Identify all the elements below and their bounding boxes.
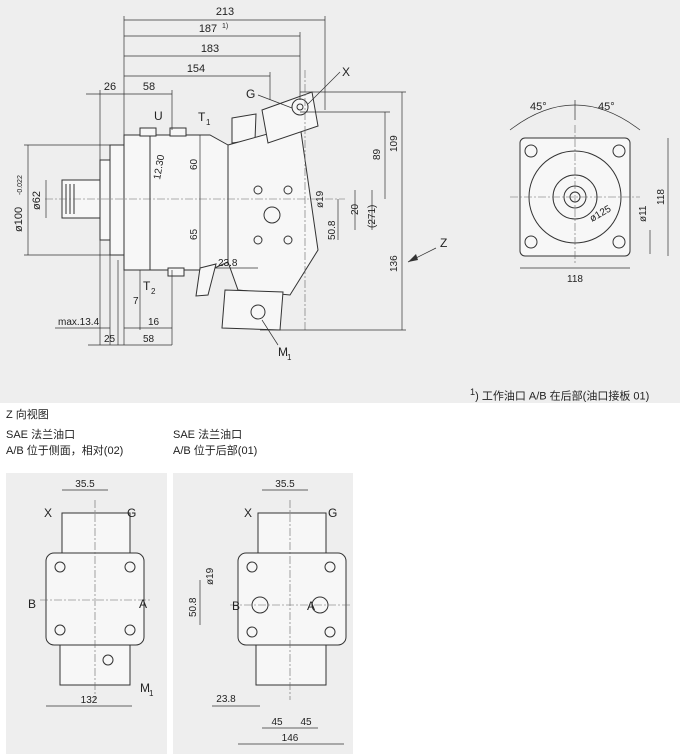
label-x-right: X [244, 506, 252, 520]
port-u [139, 127, 157, 137]
dim-d11: ø11 [638, 205, 649, 222]
z-view-rear-ports: 35.5 X G B A ø19 50.8 23.8 45 45 146 [188, 479, 350, 745]
dim-187-note: 1) [222, 23, 228, 30]
dim-187: 187 [199, 23, 217, 35]
pump-housing [123, 134, 229, 271]
dim-45-right: 45 [300, 717, 312, 728]
port-t2 [167, 267, 185, 277]
dim-50-8: 50.8 [327, 220, 338, 240]
angle-45-left: 45° [530, 101, 547, 113]
right-caption-line1: SAE 法兰油口 [173, 429, 243, 441]
work-port [263, 206, 281, 224]
label-m1-sub-left: 1 [149, 689, 154, 698]
dim-58-bottom: 58 [143, 334, 155, 345]
mounting-flange [99, 159, 111, 241]
left-caption-line2: A/B 位于侧面，相对(02) [6, 445, 124, 457]
dim-16: 16 [148, 317, 160, 328]
dim-213: 213 [216, 6, 234, 18]
dim-154: 154 [187, 63, 205, 75]
label-t1-sub: 1 [206, 118, 211, 127]
dim-25: 25 [104, 334, 116, 345]
label-a-right: A [307, 599, 315, 613]
angle-45-right: 45° [598, 101, 615, 113]
label-u: U [154, 109, 163, 123]
right-caption-line2: A/B 位于后部(01) [173, 445, 258, 457]
dim-89: 89 [372, 148, 383, 160]
dim-146: 146 [282, 733, 299, 744]
dim-45-left: 45 [271, 717, 283, 728]
label-g-left: G [127, 506, 136, 520]
label-t1: T [198, 110, 206, 124]
dim-50-8-right: 50.8 [188, 597, 199, 617]
footnote-text: ) 工作油口 A/B 在后部(油口接板 01) [475, 390, 650, 403]
label-m1-left: M [140, 681, 150, 695]
footnote: 1) 工作油口 A/B 在后部(油口接板 01) [470, 387, 649, 404]
label-x: X [342, 65, 350, 79]
label-t2-sub: 2 [151, 287, 156, 296]
bolt-hole [524, 235, 538, 249]
label-m1: M [278, 345, 288, 359]
dim-65: 65 [189, 228, 200, 240]
flange-front-view: 45° 45° 118 118 ø11 ø125 [509, 100, 669, 285]
dim-26: 26 [104, 81, 116, 93]
dim-132: 132 [81, 695, 98, 706]
label-m1-sub: 1 [287, 353, 292, 362]
bolt-hole [612, 144, 626, 158]
label-t2: T [143, 279, 151, 293]
dim-d62: ø62 [31, 191, 43, 210]
label-b-right: B [232, 599, 240, 613]
dim-58-top: 58 [143, 81, 155, 93]
dim-20: 20 [350, 203, 361, 215]
pump-side-view: 213 187 1) 183 154 58 26 ø100 -0.022 ø62… [13, 6, 447, 362]
dim-35-5-left: 35.5 [75, 479, 95, 490]
label-b-left: B [28, 597, 36, 611]
dim-d19: ø19 [315, 190, 326, 208]
dim-12-30: 12.30 [152, 154, 167, 181]
dim-35-5-right: 35.5 [275, 479, 295, 490]
z-view-side-ports: 35.5 X G B A M 1 132 [28, 479, 154, 707]
label-a-left: A [139, 597, 147, 611]
dim-109: 109 [389, 135, 400, 152]
bolt-hole [524, 144, 538, 158]
dim-23-8-right: 23.8 [216, 694, 236, 705]
dim-d100-tol: -0.022 [17, 175, 24, 195]
bolt-hole [612, 235, 626, 249]
label-g-right: G [328, 506, 337, 520]
footnote-mark: 1 [470, 387, 476, 397]
control-block [221, 289, 284, 331]
dim-271: (271) [367, 205, 378, 228]
label-x-left: X [44, 506, 52, 520]
dim-d19-right: ø19 [205, 567, 216, 585]
left-caption-line1: SAE 法兰油口 [6, 429, 76, 441]
dim-183: 183 [201, 43, 219, 55]
dim-136: 136 [389, 255, 400, 272]
port-t1 [169, 127, 187, 137]
label-g: G [246, 87, 255, 101]
dim-23-8: 23.8 [218, 258, 238, 269]
dim-118-h: 118 [567, 274, 583, 285]
label-z: Z [440, 236, 447, 250]
dim-60: 60 [189, 158, 200, 170]
dim-d100: ø100 [13, 207, 25, 232]
dim-max13-4: max.13.4 [58, 317, 100, 328]
dim-118-v: 118 [656, 189, 667, 205]
z-view-title: Z 向视图 [6, 409, 49, 421]
dim-7: 7 [133, 296, 139, 307]
